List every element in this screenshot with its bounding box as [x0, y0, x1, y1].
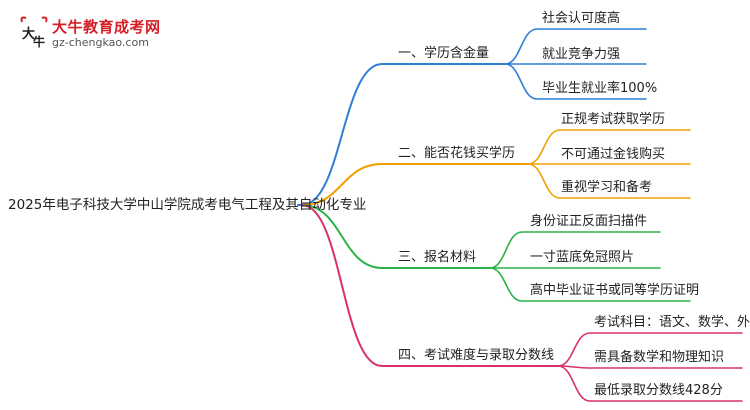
branch-1-connector: [301, 63, 506, 206]
svg-text:大: 大: [22, 26, 35, 42]
branch-3-item-1: 身份证正反面扫描件: [530, 214, 648, 229]
branch-3: 三、报名材料: [398, 250, 477, 265]
branch-4-item-3-connector: [557, 365, 743, 402]
branch-3-item-1-connector: [489, 231, 661, 269]
branch-3-item-2: 一寸蓝底免冠照片: [530, 250, 635, 265]
branch-1-item-2: 就业竞争力强: [542, 47, 621, 62]
branch-1-item-1: 社会认可度高: [542, 11, 621, 26]
branch-3-item-3-connector: [489, 267, 691, 302]
logo-url: gz-chengkao.com: [52, 36, 149, 49]
branch-2-item-1: 正规考试获取学历: [561, 112, 666, 127]
branch-4-item-2: 需具备数学和物理知识: [594, 350, 725, 365]
branch-4-item-3: 最低录取分数线428分: [594, 383, 723, 398]
root-topic: 2025年电子科技大学中山学院成考电气工程及其自动化专业: [8, 197, 367, 213]
site-logo: 大 牛 大牛教育成考网 gz-chengkao.com: [18, 14, 168, 54]
branch-2-connector: [301, 163, 529, 206]
branch-1-item-3: 毕业生就业率100%: [542, 81, 658, 96]
branch-4-connector: [301, 204, 559, 367]
svg-text:牛: 牛: [33, 34, 45, 49]
branch-1-item-1-connector: [504, 28, 647, 65]
branch-2-item-3: 重视学习和备考: [561, 180, 653, 195]
branch-2-item-2: 不可通过金钱购买: [561, 147, 666, 162]
branch-2-item-1-connector: [527, 129, 691, 165]
branch-2: 二、能否花钱买学历: [398, 146, 516, 161]
branch-4-item-2-connector: [557, 365, 743, 369]
branch-4: 四、考试难度与录取分数线: [398, 348, 555, 363]
branch-4-item-1-connector: [557, 332, 743, 367]
branch-3-connector: [301, 204, 491, 269]
logo-title: 大牛教育成考网: [52, 18, 161, 36]
branch-1-item-3-connector: [504, 63, 647, 100]
branch-2-item-3-connector: [527, 163, 691, 199]
branch-4-item-1: 考试科目：语文、数学、外语: [594, 315, 750, 330]
bull-logo-icon: 大 牛: [20, 16, 48, 49]
branch-3-item-3: 高中毕业证书或同等学历证明: [530, 283, 700, 298]
branch-1: 一、学历含金量: [398, 46, 490, 61]
